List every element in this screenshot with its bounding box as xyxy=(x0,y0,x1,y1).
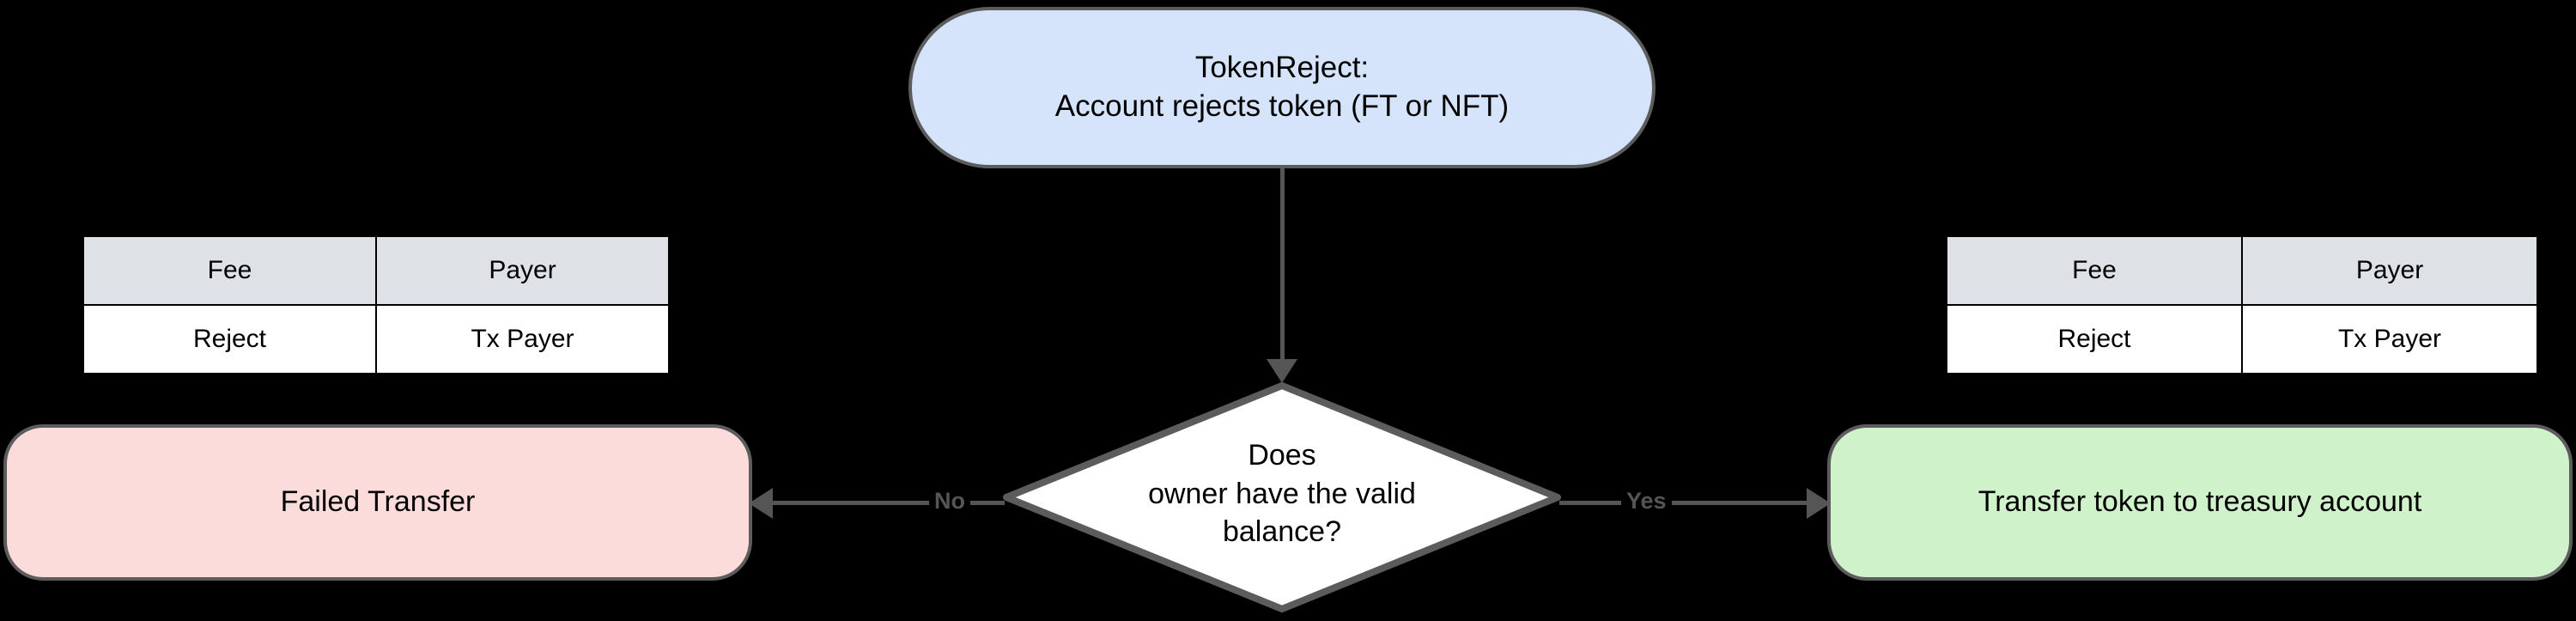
edge-start-to-decision xyxy=(1280,168,1285,364)
node-decision-valid-balance[interactable]: Does owner have the valid balance? xyxy=(1003,382,1561,612)
edge-decision-to-success xyxy=(1559,501,1814,505)
arrow-left-icon xyxy=(749,488,773,519)
table-cell-fee-value: Reject xyxy=(1946,304,2243,374)
fee-table-right: Fee Payer Reject Tx Payer xyxy=(1946,235,2538,374)
table-header-fee: Fee xyxy=(1946,235,2243,306)
edge-decision-to-failed xyxy=(769,501,1005,505)
arrow-right-icon xyxy=(1807,488,1831,519)
table-header-row: Fee Payer xyxy=(1946,235,2538,306)
table-header-row: Fee Payer xyxy=(82,235,670,306)
table-row: Reject Tx Payer xyxy=(1946,304,2538,374)
node-failed-transfer[interactable]: Failed Transfer xyxy=(3,424,752,581)
node-transfer-to-treasury[interactable]: Transfer token to treasury account xyxy=(1827,424,2573,581)
table-cell-fee-value: Reject xyxy=(82,304,377,374)
edge-label-yes: Yes xyxy=(1621,490,1672,513)
table-header-payer: Payer xyxy=(375,235,670,306)
node-token-reject[interactable]: TokenReject: Account rejects token (FT o… xyxy=(908,7,1656,168)
decision-label: Does owner have the valid balance? xyxy=(1148,438,1416,549)
fee-table-left: Fee Payer Reject Tx Payer xyxy=(82,235,670,374)
edge-label-no: No xyxy=(929,490,970,513)
arrow-down-icon xyxy=(1267,359,1297,383)
table-header-payer: Payer xyxy=(2241,235,2538,306)
table-header-fee: Fee xyxy=(82,235,377,306)
table-row: Reject Tx Payer xyxy=(82,304,670,374)
table-cell-payer-value: Tx Payer xyxy=(2241,304,2538,374)
table-cell-payer-value: Tx Payer xyxy=(375,304,670,374)
diamond-shape-icon xyxy=(1003,382,1561,612)
